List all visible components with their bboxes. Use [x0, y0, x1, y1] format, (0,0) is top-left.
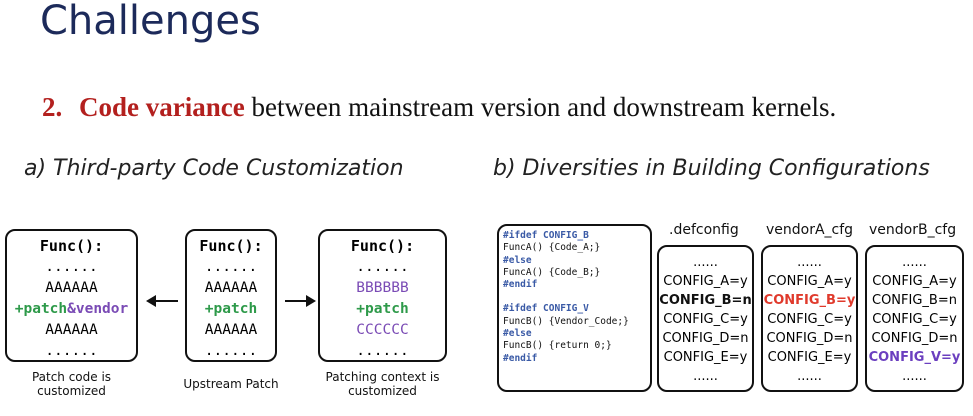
caption-line: customized [37, 384, 106, 398]
caption-line: Patching context is [325, 370, 440, 384]
config-line: CONFIG_B=n [872, 293, 957, 308]
func-header: Func(): [350, 237, 415, 255]
config-title-vendorB: vendorB_cfg [869, 222, 957, 238]
config-line: ...... [797, 255, 822, 270]
config-line: ...... [902, 369, 927, 384]
bullet-text: between mainstream version and downstrea… [244, 92, 837, 122]
caption-box-2: Upstream Patch [183, 377, 279, 391]
code-line: ...... [356, 343, 409, 359]
config-line: CONFIG_E=y [767, 350, 852, 365]
code-line: CCCCCC [356, 322, 409, 338]
code-line: ...... [204, 343, 258, 359]
code-line: +patch [204, 301, 258, 317]
config-line: ...... [902, 255, 927, 270]
config-line: ...... [693, 369, 718, 384]
config-box-defconfig: ...... CONFIG_A=y CONFIG_B=n CONFIG_C=y … [657, 245, 754, 392]
config-line: CONFIG_D=n [662, 331, 749, 346]
config-line: CONFIG_C=y [767, 312, 852, 327]
arrow-left-shaft [154, 300, 178, 302]
bullet-highlight: Code variance [79, 92, 245, 122]
ifdef-code-box: #ifdef CONFIG_B FuncA() {Code_A;} #else … [497, 224, 652, 392]
code-line: ...... [356, 259, 409, 275]
arrow-right-icon [306, 295, 316, 307]
caption-line: customized [348, 384, 417, 398]
code-line: ...... [45, 259, 98, 275]
code-line: AAAAAA [204, 280, 258, 296]
config-line: CONFIG_A=y [872, 274, 957, 289]
config-line: CONFIG_B=n [659, 293, 752, 308]
arrow-left-icon [146, 295, 156, 307]
func-header: Func(): [199, 237, 263, 255]
config-line: CONFIG_C=y [872, 312, 957, 327]
func-box-upstream: Func(): ...... AAAAAA +patch AAAAAA ....… [185, 229, 277, 362]
config-line: CONFIG_B=y [763, 293, 856, 308]
config-box-vendorB: ...... CONFIG_A=y CONFIG_B=n CONFIG_C=y … [865, 245, 964, 392]
config-title-defconfig: .defconfig [669, 222, 739, 238]
caption-line: Patch code is [31, 370, 112, 384]
code-line: BBBBBB [356, 280, 409, 296]
code-line: +patch [356, 301, 409, 317]
code-line: FuncB() {Vendor_Code;} [503, 315, 629, 327]
caption-box-1: Patch code is customized [5, 370, 138, 398]
arrow-right-shaft [285, 300, 307, 302]
config-line: CONFIG_V=y [868, 350, 961, 365]
code-line: #ifdef CONFIG_V [503, 303, 589, 315]
bullet-point: 2. Code variance between mainstream vers… [42, 92, 836, 123]
config-line: CONFIG_E=y [663, 350, 748, 365]
config-box-vendorA: ...... CONFIG_A=y CONFIG_B=y CONFIG_C=y … [761, 245, 858, 392]
config-line: CONFIG_D=n [871, 331, 958, 346]
func-header: Func(): [39, 237, 104, 255]
caption-box-3: Patching context is customized [310, 370, 455, 398]
code-line: AAAAAA [45, 280, 98, 296]
subheading-b: b) Diversities in Building Configuration… [493, 156, 930, 181]
code-line: ...... [45, 343, 98, 359]
code-line: FuncB() {return 0;} [503, 340, 612, 352]
subheading-a: a) Third-party Code Customization [24, 156, 404, 181]
bullet-number: 2. [42, 92, 63, 122]
slide-title: Challenges [40, 0, 261, 44]
func-box-customized-patch: Func(): ...... AAAAAA +patch&vendor AAAA… [5, 229, 138, 362]
spacer [503, 291, 650, 303]
config-title-vendorA: vendorA_cfg [766, 222, 854, 238]
config-line: CONFIG_D=n [766, 331, 853, 346]
code-line: +patch&vendor [14, 301, 129, 317]
code-line: FuncA() {Code_B;} [503, 266, 601, 278]
func-box-context-changed: Func(): ...... BBBBBB +patch CCCCCC ....… [318, 229, 447, 362]
code-line: ...... [204, 259, 258, 275]
config-line: CONFIG_C=y [663, 312, 748, 327]
config-line: CONFIG_A=y [767, 274, 852, 289]
config-line: ...... [693, 255, 718, 270]
code-line: #else [503, 254, 532, 266]
config-line: CONFIG_A=y [663, 274, 748, 289]
config-line: ...... [797, 369, 822, 384]
code-line: #endif [503, 279, 538, 291]
code-line: AAAAAA [45, 322, 98, 338]
code-line: #endif [503, 352, 538, 364]
code-line: #else [503, 328, 532, 340]
code-line: #ifdef CONFIG_B [503, 230, 589, 241]
code-line: FuncA() {Code_A;} [503, 242, 601, 254]
code-line: AAAAAA [204, 322, 258, 338]
